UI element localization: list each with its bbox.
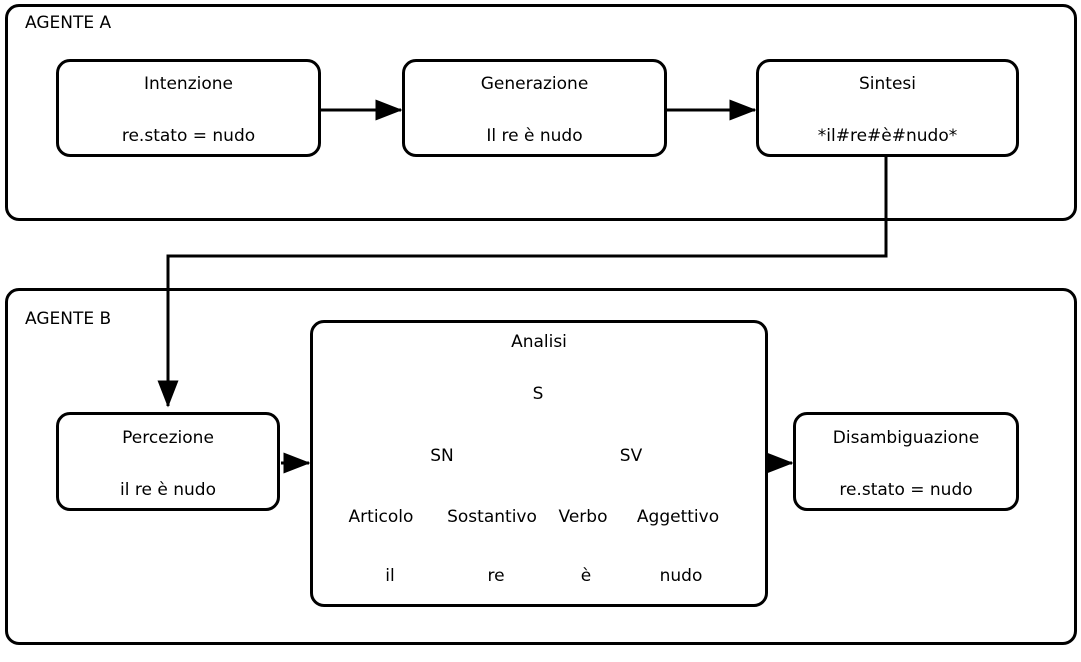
- node-percezione-title: Percezione: [122, 428, 214, 448]
- tree-node-verbo: Verbo: [558, 507, 608, 527]
- tree-node-sostantivo: Sostantivo: [447, 507, 537, 527]
- node-disambiguazione-title: Disambiguazione: [832, 428, 980, 448]
- agent-a-label: AGENTE A: [25, 13, 112, 33]
- agent-b-container: [5, 288, 1077, 645]
- tree-leaf-nudo: nudo: [659, 566, 703, 586]
- node-intenzione-value: re.stato = nudo: [121, 126, 256, 146]
- node-percezione[interactable]: Percezione il re è nudo: [56, 412, 280, 511]
- tree-leaf-e: è: [580, 566, 592, 586]
- tree-node-sn: SN: [430, 446, 454, 466]
- arrow-sintesi-to-percezione: [157, 157, 888, 408]
- node-generazione-title: Generazione: [480, 74, 589, 94]
- node-intenzione-title: Intenzione: [144, 74, 233, 94]
- node-disambiguazione[interactable]: Disambiguazione re.stato = nudo: [793, 412, 1019, 511]
- node-sintesi-value: *il#re#è#nudo*: [817, 126, 958, 146]
- node-generazione[interactable]: Generazione Il re è nudo: [402, 59, 667, 157]
- agent-b-label: AGENTE B: [25, 309, 112, 329]
- tree-node-aggettivo: Aggettivo: [636, 507, 720, 527]
- node-analisi-title: Analisi: [511, 332, 567, 352]
- node-generazione-value: Il re è nudo: [486, 126, 583, 146]
- tree-node-sv: SV: [619, 446, 643, 466]
- node-sintesi-title: Sintesi: [859, 74, 916, 94]
- node-intenzione[interactable]: Intenzione re.stato = nudo: [56, 59, 321, 157]
- node-percezione-value: il re è nudo: [120, 480, 216, 500]
- tree-leaf-re: re: [487, 566, 505, 586]
- tree-node-articolo: Articolo: [348, 507, 414, 527]
- tree-node-s: S: [532, 384, 544, 404]
- tree-leaf-il: il: [385, 566, 395, 586]
- node-disambiguazione-value: re.stato = nudo: [839, 480, 973, 500]
- agent-a-container: [5, 4, 1077, 221]
- node-sintesi[interactable]: Sintesi *il#re#è#nudo*: [756, 59, 1019, 157]
- node-analisi[interactable]: Analisi: [310, 320, 768, 607]
